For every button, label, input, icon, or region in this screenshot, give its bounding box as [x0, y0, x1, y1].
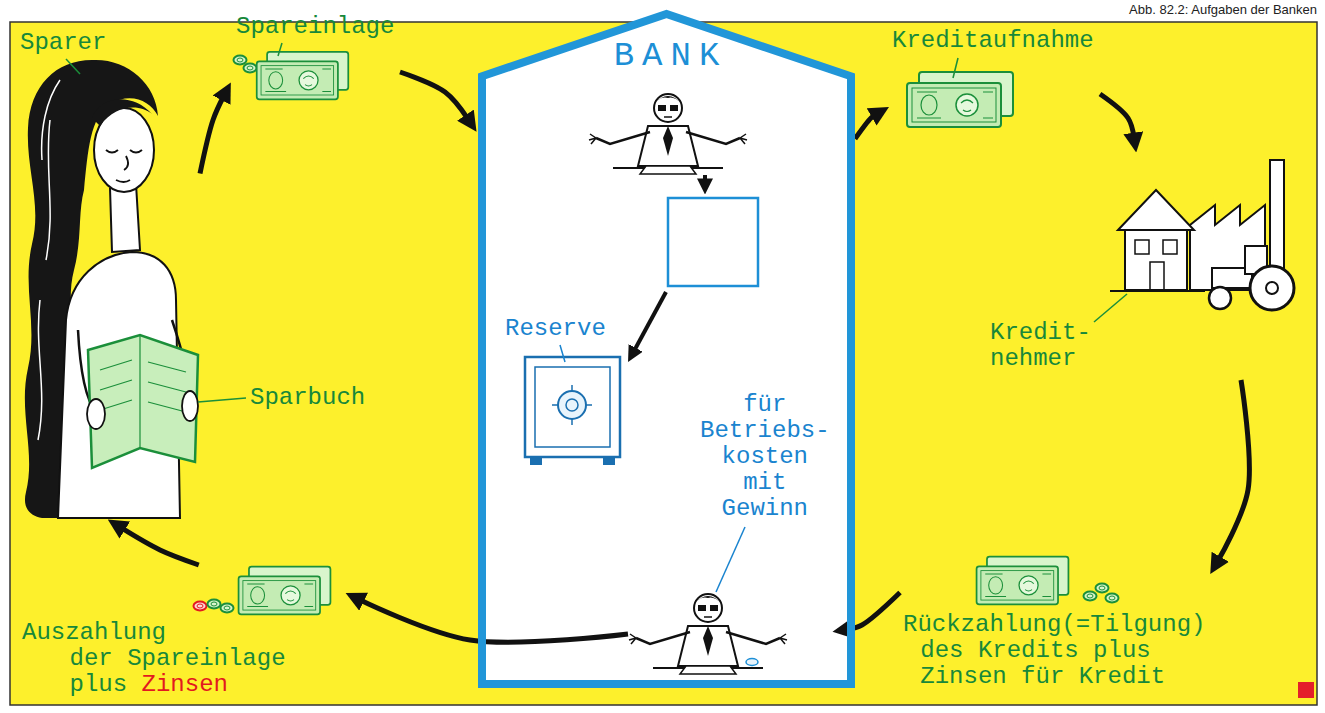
- bank-inner-flow: [668, 198, 758, 286]
- cashier-clerk: [716, 527, 745, 592]
- node-label: BANK: [487, 36, 847, 76]
- borrower-buildings: [1110, 290, 1205, 292]
- savings-money: [278, 43, 282, 56]
- saver-figure: [88, 335, 198, 468]
- flow-arrow: [1218, 380, 1249, 561]
- borrower-buildings: [1135, 240, 1149, 254]
- payout-money: [194, 567, 331, 615]
- bank-house: BANK Reserve für Betriebs- kosten mit Gewi…: [478, 10, 855, 688]
- bank-inner-flow: [589, 94, 747, 174]
- reserve-safe: [552, 385, 592, 425]
- node-label: Rückzahlung(=Tilgung) des Kredits plus Z…: [903, 612, 1208, 690]
- flow-arrow: [360, 600, 628, 642]
- reserve-safe: [530, 457, 542, 465]
- connector-layer: [121, 72, 1249, 642]
- payout-money: [208, 600, 221, 609]
- loan-money: [953, 58, 958, 78]
- cashier-clerk: [746, 659, 758, 666]
- saver-figure: [116, 156, 130, 182]
- node-label: Zinsen: [142, 671, 228, 698]
- payout-money: [239, 567, 331, 615]
- savings-money: [234, 56, 247, 65]
- borrower-buildings: [1094, 160, 1294, 322]
- bank-inner-flow: [589, 94, 758, 351]
- loan-repayment: Rückzahlung(=Tilgung) des Kredits plus Z…: [900, 555, 1212, 705]
- bank-interior: [482, 14, 851, 681]
- repayment-money: [977, 557, 1069, 605]
- cashier-clerk: [629, 527, 787, 674]
- flow-arrow: [121, 528, 199, 565]
- payout-money: [221, 604, 234, 613]
- node-label: Spareinlage: [236, 14, 394, 40]
- savings-money: [244, 64, 257, 73]
- borrower-buildings: [1250, 266, 1294, 310]
- flow-arrow: [400, 72, 468, 119]
- reserve-safe: [566, 399, 578, 411]
- saver-figure: [198, 398, 246, 402]
- node-label: Sparer: [20, 30, 106, 56]
- borrower-buildings: [1266, 282, 1278, 294]
- borrower-group: Kredit- nehmer: [985, 152, 1305, 380]
- node-label: Kreditaufnahme: [892, 28, 1094, 54]
- borrower-buildings: [1209, 287, 1231, 309]
- loan-money: [907, 58, 1013, 127]
- repayment-money: [1096, 584, 1109, 593]
- flow-arrow: [855, 115, 875, 139]
- flow-arrow: [848, 593, 900, 630]
- bank-inner-flow: [703, 175, 707, 182]
- saver-figure: [100, 335, 186, 448]
- text-block: Auszahlung der Spareinlage plusZinsen: [22, 620, 293, 698]
- reserve-safe: [525, 357, 620, 457]
- loan-payout: Kreditaufnahme: [888, 25, 1100, 140]
- saver-figure: [182, 391, 198, 421]
- line-spacer: [206, 620, 292, 640]
- payout-money: [194, 602, 207, 611]
- borrower-buildings: [1163, 240, 1177, 254]
- reserve-safe: [603, 457, 615, 465]
- saver-figure: [38, 80, 60, 440]
- flow-arrow: [200, 96, 224, 173]
- saver-figure: [110, 184, 140, 252]
- saver-figure: [87, 399, 105, 429]
- reserve-safe: [525, 345, 620, 465]
- repayment-money: [1106, 594, 1119, 603]
- saver-figure: [106, 150, 142, 153]
- deposit-payout: Auszahlung der Spareinlage plusZinsen: [20, 565, 345, 705]
- saver-figure: [92, 99, 152, 126]
- savings-money: [257, 52, 349, 99]
- bank-outline: [478, 10, 855, 688]
- bank-inner-flow: [634, 292, 666, 351]
- figure-caption: Abb. 82.2: Aufgaben der Banken: [1129, 2, 1317, 18]
- reserve-safe: Reserve: [500, 312, 625, 475]
- reserve-safe: [558, 391, 586, 419]
- corner-mark: [1298, 682, 1314, 698]
- borrower-buildings: [1150, 262, 1164, 290]
- node-label: Kredit- nehmer: [990, 320, 1091, 372]
- reserve-safe: [535, 367, 610, 447]
- cashier-box: für Betriebs- kosten mit Gewinn: [628, 385, 833, 685]
- label-anchor: Sparbuch: [250, 385, 365, 411]
- saver-figure: [25, 59, 246, 518]
- saver-figure: Sparer: [15, 25, 200, 520]
- bank-outline: [482, 14, 851, 684]
- repayment-money: [977, 557, 1119, 605]
- reserve-safe: [560, 345, 565, 362]
- loan-money: [907, 72, 1013, 127]
- node-label: für Betriebs- kosten mit Gewinn: [700, 392, 830, 522]
- savings-money: [234, 43, 349, 99]
- borrower-buildings: [1094, 294, 1127, 322]
- saver-figure: [66, 59, 80, 74]
- cashier-clerk: [629, 594, 787, 674]
- flow-arrow: [1100, 94, 1134, 137]
- part-label: Sparbuch: [250, 385, 365, 411]
- caption-anchor: Abb. 82.2: Aufgaben der Banken: [1129, 2, 1317, 18]
- borrower-buildings: [1118, 190, 1194, 230]
- node-label: Reserve: [505, 316, 606, 342]
- savings-deposit: Spareinlage: [230, 12, 400, 112]
- repayment-money: [1084, 592, 1097, 601]
- borrower-buildings: [1125, 228, 1187, 290]
